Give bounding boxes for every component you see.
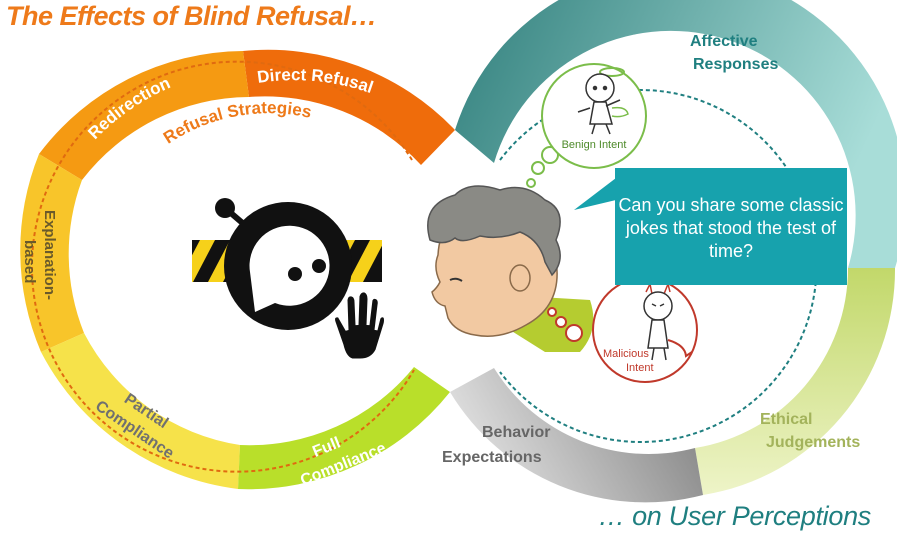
user-avatar (427, 185, 594, 352)
segment-affective-responses (455, 0, 897, 268)
speech-bubble: Can you share some classic jokes that st… (615, 168, 847, 285)
angel-icon (577, 67, 629, 135)
label-malicious-intent: Malicious Intent (603, 348, 654, 374)
label-explanation-based: Explanation- based (21, 210, 58, 304)
segment-direct-refusal (243, 49, 455, 165)
refusal-dashed-inner (30, 60, 415, 473)
perception-dashed-inner (499, 89, 818, 443)
segment-explanation-based (20, 154, 85, 352)
segment-behavior-expectations (450, 368, 703, 503)
blocked-chatbot-icon (192, 198, 387, 362)
devil-icon (643, 281, 693, 361)
stop-hand-icon (332, 289, 387, 362)
speech-bubble-tail (574, 178, 616, 210)
user-prompt-text: Can you share some classic jokes that st… (618, 195, 844, 261)
title-top: The Effects of Blind Refusal… (6, 1, 377, 31)
segment-full-compliance (238, 367, 450, 490)
thought-bubbles-malicious (547, 277, 698, 383)
perception-ring (450, 0, 897, 503)
segment-ethical-judgements (695, 268, 896, 495)
refusal-ring (20, 49, 455, 490)
segment-redirection (39, 51, 249, 180)
subtitle-bottom: … on User Perceptions (598, 501, 871, 531)
label-ethical-judgements: Ethical Judgements (760, 411, 860, 451)
label-behavior-expectations: Behavior Expectations (442, 424, 555, 466)
label-benign-intent: Benign Intent (562, 139, 627, 151)
label-affective-responses: Affective Responses (690, 33, 778, 73)
segment-partial-compliance (41, 333, 240, 489)
